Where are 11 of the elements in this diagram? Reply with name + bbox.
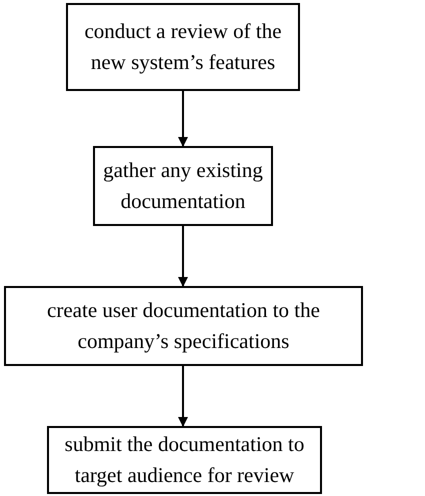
- process-box: [93, 146, 273, 226]
- process-box: [47, 426, 322, 494]
- arrow: [178, 226, 188, 287]
- step-text: gather any existing documentation: [102, 157, 264, 215]
- process-box: [4, 286, 363, 366]
- arrow: [178, 91, 188, 147]
- arrow: [178, 366, 188, 427]
- step-text: conduct a review of the new system’s features: [83, 18, 283, 76]
- step-text: create user documentation to the company’s specifications: [46, 297, 321, 355]
- step-text: submit the documentation to target audience for review: [64, 431, 306, 489]
- process-box: [66, 3, 300, 91]
